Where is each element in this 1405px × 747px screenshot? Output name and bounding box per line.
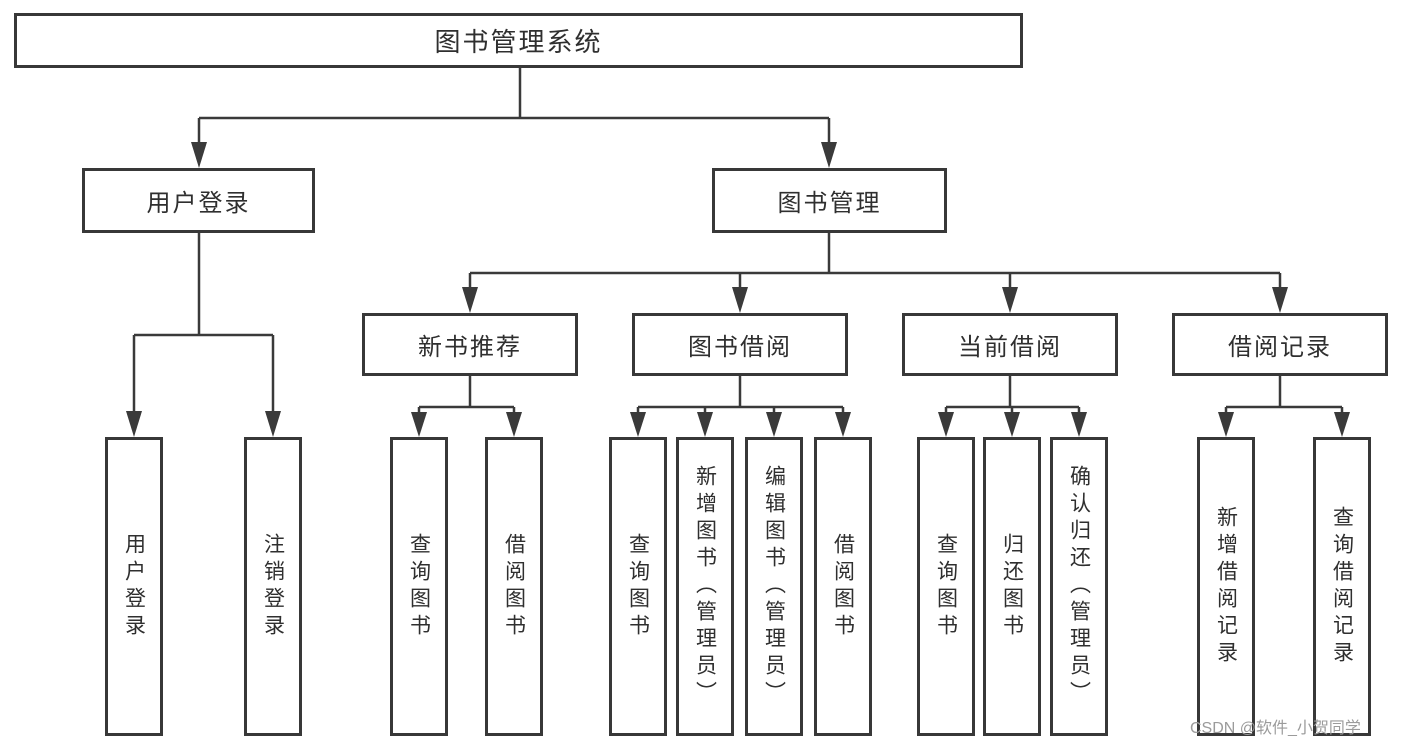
node-borrowing-records: 借阅记录: [1172, 313, 1388, 376]
node-book-management-label: 图书管理: [777, 190, 882, 217]
node-borrowing-records-label: 借阅记录: [1228, 334, 1332, 361]
connector-user-login-children: [132, 233, 275, 413]
leaf-borrow-books-recommend-label: 借阅图书: [502, 532, 526, 641]
connector-book-management-children: [468, 233, 1282, 289]
leaf-query-books-recommend-label: 查询图书: [407, 532, 431, 641]
connector-new-book-recommend-children: [417, 376, 516, 414]
leaf-confirm-return-admin-label: 确认归还（管理员）: [1067, 465, 1091, 708]
leaf-borrow-books-borrowing: 借阅图书: [814, 437, 872, 736]
leaf-query-books-borrowing: 查询图书: [609, 437, 667, 736]
node-new-book-recommend: 新书推荐: [362, 313, 578, 376]
node-book-borrowing-label: 图书借阅: [688, 334, 792, 361]
node-book-management: 图书管理: [712, 168, 947, 233]
leaf-query-books-current: 查询图书: [917, 437, 975, 736]
node-book-borrowing: 图书借阅: [632, 313, 848, 376]
leaf-add-borrow-record-label: 新增借阅记录: [1214, 505, 1238, 668]
node-current-borrowing: 当前借阅: [902, 313, 1118, 376]
arrowheads: [126, 142, 1350, 437]
leaf-return-books: 归还图书: [983, 437, 1041, 736]
leaf-add-books-admin: 新增图书（管理员）: [676, 437, 734, 736]
leaf-user-login-label: 用户登录: [122, 532, 146, 641]
leaf-query-borrow-record-label: 查询借阅记录: [1330, 505, 1354, 668]
leaf-return-books-label: 归还图书: [1000, 532, 1024, 641]
leaf-user-login: 用户登录: [105, 437, 163, 736]
node-root-label: 图书管理系统: [434, 27, 603, 57]
connector-current-borrowing-children: [944, 376, 1081, 414]
node-new-book-recommend-label: 新书推荐: [418, 334, 522, 361]
node-current-borrowing-label: 当前借阅: [958, 334, 1062, 361]
node-user-login-label: 用户登录: [146, 190, 251, 217]
leaf-add-borrow-record: 新增借阅记录: [1197, 437, 1255, 736]
connector-root-to-level2: [197, 68, 831, 144]
leaf-confirm-return-admin: 确认归还（管理员）: [1050, 437, 1108, 736]
leaf-query-books-borrowing-label: 查询图书: [626, 532, 650, 641]
leaf-edit-books-admin: 编辑图书（管理员）: [745, 437, 803, 736]
leaf-query-borrow-record: 查询借阅记录: [1313, 437, 1371, 736]
leaf-query-books-recommend: 查询图书: [390, 437, 448, 736]
leaf-query-books-current-label: 查询图书: [934, 532, 958, 641]
leaf-logout-label: 注销登录: [261, 532, 285, 641]
leaf-borrow-books-borrowing-label: 借阅图书: [831, 532, 855, 641]
connector-borrowing-records-children: [1224, 376, 1344, 414]
leaf-add-books-admin-label: 新增图书（管理员）: [693, 465, 717, 708]
connector-book-borrowing-children: [636, 376, 845, 414]
csdn-watermark: CSDN @软件_小贺同学: [1190, 720, 1361, 737]
leaf-edit-books-admin-label: 编辑图书（管理员）: [762, 465, 786, 708]
node-root: 图书管理系统: [14, 13, 1023, 68]
leaf-borrow-books-recommend: 借阅图书: [485, 437, 543, 736]
node-user-login: 用户登录: [82, 168, 315, 233]
leaf-logout: 注销登录: [244, 437, 302, 736]
